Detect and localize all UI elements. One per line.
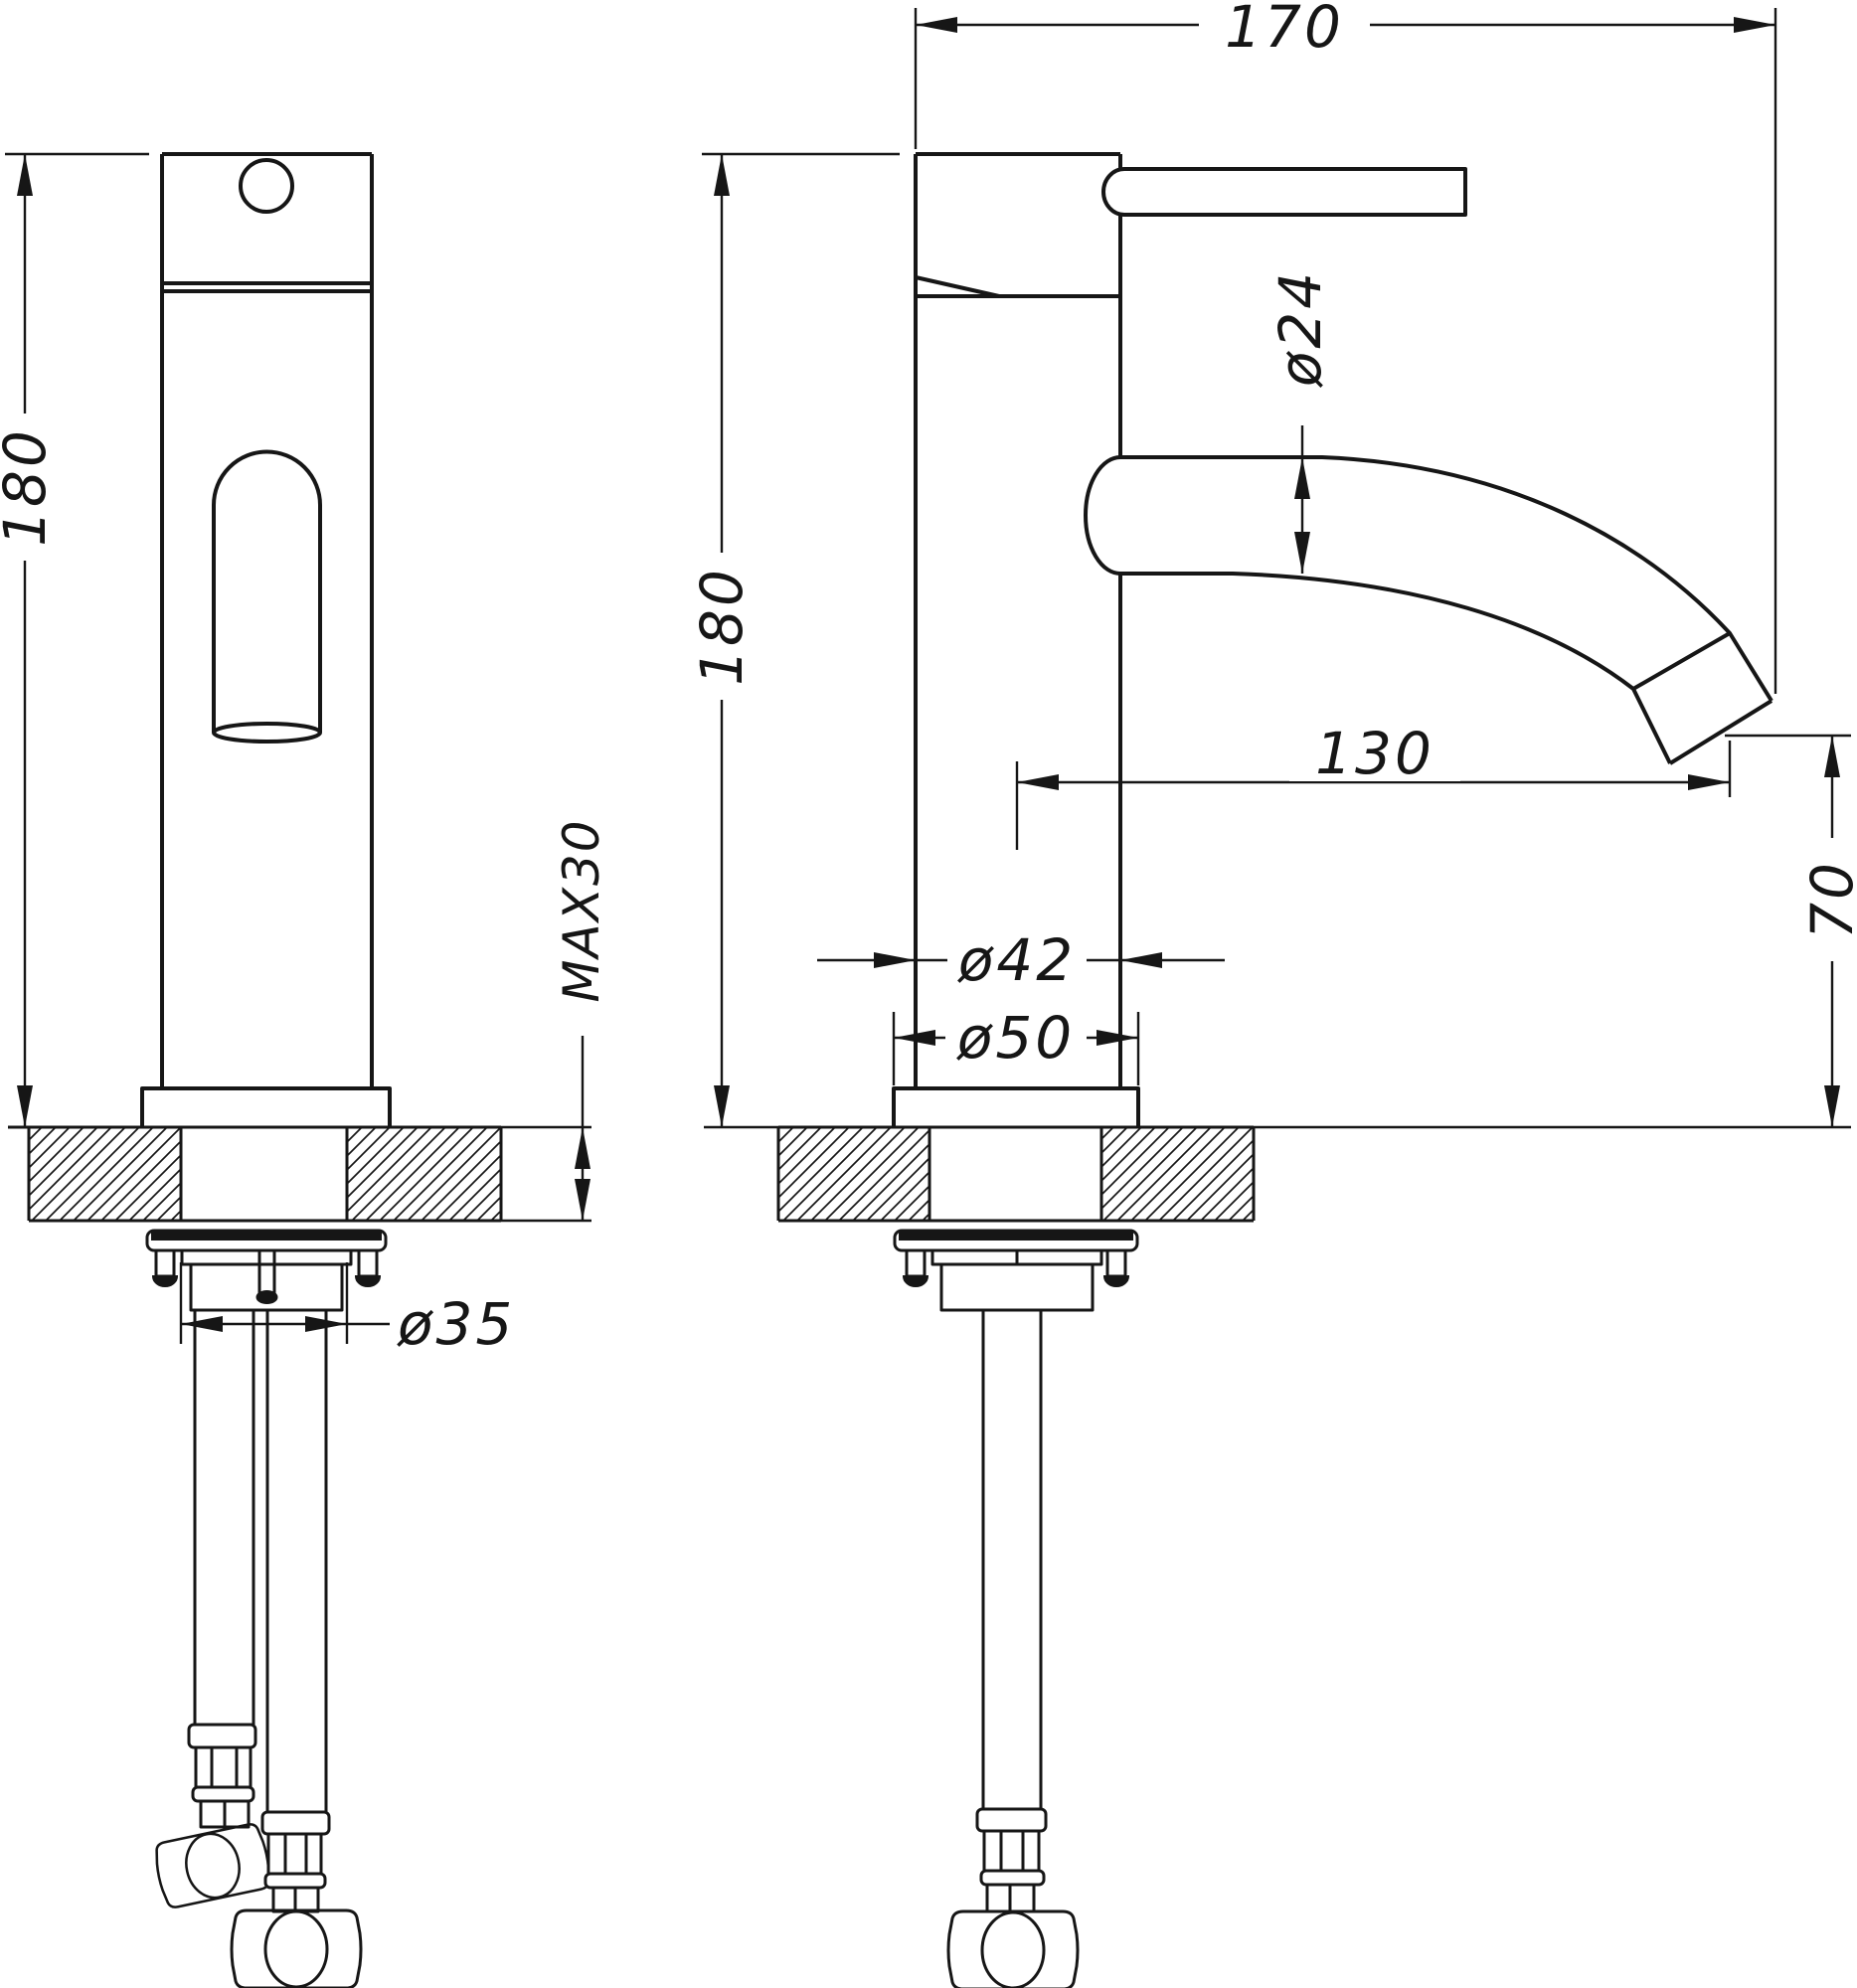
dim-body-diameter-label: ø42 xyxy=(957,926,1076,994)
front-view xyxy=(140,152,392,1127)
dimension-max-counter-thickness: MAX30 xyxy=(501,818,610,1223)
side-base-flange xyxy=(892,1086,1140,1127)
dimension-spout-diameter: ø24 xyxy=(1266,269,1334,574)
side-body-outline xyxy=(914,152,1122,1088)
side-stud-left-head xyxy=(902,1275,929,1287)
dim-base-diameter-label: ø50 xyxy=(956,1004,1075,1072)
front-nut-upper xyxy=(180,1248,353,1266)
side-mounting-hardware xyxy=(893,1229,1139,1312)
dim-depth-label: 170 xyxy=(1225,0,1344,61)
dim-outlet-height-label: 70 xyxy=(1798,860,1857,939)
side-countertop-section xyxy=(776,1125,1256,1223)
front-counter-hatch-right xyxy=(347,1127,501,1221)
front-gasket xyxy=(151,1232,382,1241)
dimension-base-diameter: ø50 xyxy=(892,1004,1140,1085)
side-stud-right-head xyxy=(1102,1275,1130,1287)
front-supply-hoses xyxy=(150,1310,363,1988)
dim-spout-reach-label: 130 xyxy=(1315,720,1435,787)
dimension-spout-reach: 130 xyxy=(1015,720,1732,850)
side-spout xyxy=(1084,455,1773,765)
side-stud-left xyxy=(905,1248,927,1278)
front-body-outline xyxy=(160,152,374,1088)
front-countertop-section xyxy=(8,1125,503,1223)
side-hose-tube xyxy=(981,1310,1043,1809)
front-handle-slot xyxy=(212,449,322,744)
side-view xyxy=(892,152,1773,1127)
front-hose-right-tube xyxy=(265,1310,328,1812)
dimension-depth: 170 xyxy=(914,0,1777,694)
front-counter-hatch-left xyxy=(29,1127,181,1221)
front-hose-right-fitting xyxy=(260,1810,331,1913)
front-hose-left-hex-nut xyxy=(150,1820,275,1911)
side-counter-hatch-left xyxy=(778,1127,929,1221)
front-popup-rod-tip xyxy=(255,1290,278,1304)
front-base-flange xyxy=(140,1086,392,1127)
side-supply-hose xyxy=(946,1310,1080,1988)
side-nut-lower xyxy=(939,1262,1095,1312)
dim-height-side-label: 180 xyxy=(688,567,756,686)
dim-shank-diameter-label: ø35 xyxy=(397,1290,515,1358)
front-stud-left xyxy=(154,1248,176,1278)
dimension-body-diameter: ø42 xyxy=(817,926,1225,994)
dim-spout-diameter-label: ø24 xyxy=(1266,269,1334,388)
side-gasket xyxy=(899,1232,1133,1241)
dimension-height-front: 180 xyxy=(0,152,149,1127)
dimension-shank-diameter: ø35 xyxy=(179,1262,515,1358)
dim-height-front-label: 180 xyxy=(0,427,59,547)
side-stud-right xyxy=(1105,1248,1127,1278)
front-hose-left-tube xyxy=(193,1310,255,1725)
front-hose-right-hex-nut xyxy=(230,1908,363,1988)
side-hose-hex-nut xyxy=(946,1909,1080,1988)
front-stud-right xyxy=(357,1248,379,1278)
front-stud-left-head xyxy=(151,1275,179,1287)
front-mounting-hardware xyxy=(145,1229,388,1312)
side-hose-fitting xyxy=(975,1807,1048,1913)
front-stud-right-head xyxy=(354,1275,382,1287)
front-aerator-hole xyxy=(239,158,294,214)
side-counter-hatch-right xyxy=(1101,1127,1254,1221)
dimension-height-side: 180 xyxy=(688,152,900,1127)
front-hose-left-fitting xyxy=(187,1723,257,1829)
dimension-outlet-height: 70 xyxy=(704,734,1857,1129)
dim-max-counter-thickness-label: MAX30 xyxy=(553,818,610,1002)
side-handle-lever xyxy=(1101,167,1467,217)
